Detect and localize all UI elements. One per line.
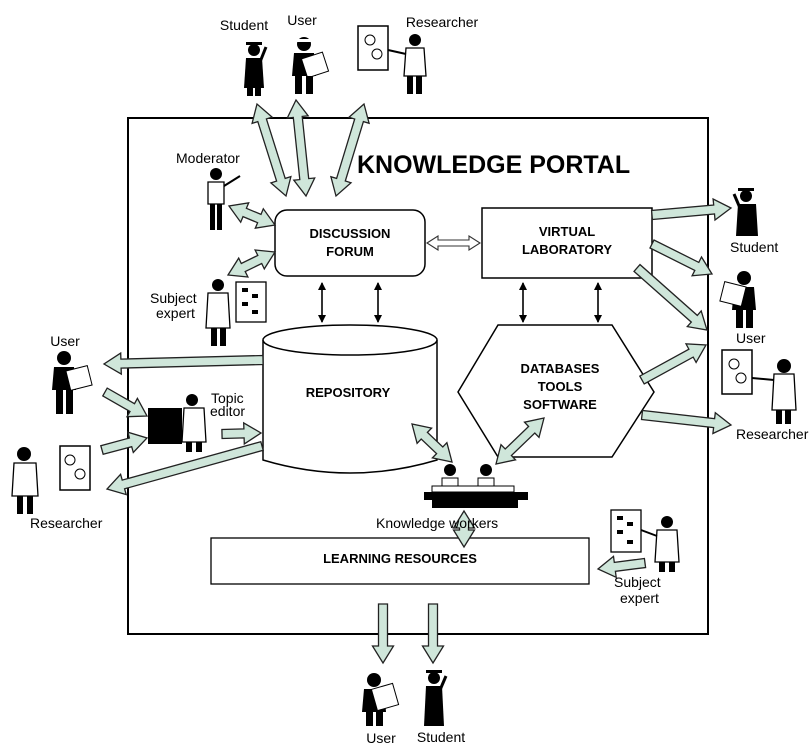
internal-links [318,282,602,323]
subject-expert-link-arrow [226,249,277,278]
repo-to-left-researcher-arrow [105,440,265,496]
db-to-right-user-arrow [640,409,733,435]
databases-label-1: DATABASES [521,361,600,376]
databases-hexagon: DATABASES TOOLS SOFTWARE [457,324,655,458]
right-student-figure [732,188,758,236]
learning-resources-label: LEARNING RESOURCES [323,551,477,566]
left-user-label: User [50,333,80,349]
db-to-workers-arrow [495,417,545,465]
top-researcher-label: Researcher [406,14,479,30]
subject-expert-left-figure [205,279,267,346]
subject-expert-right-figure [610,509,680,572]
top-researcher-figure [357,25,427,94]
topic-editor-label-1: Topic [211,390,244,406]
knowledge-workers-label: Knowledge workers [376,515,498,531]
forum-lab-link [425,234,482,252]
flow-arrows [99,98,733,665]
subject-expert-right-label-1: Subject [614,574,661,590]
learning-resources-box: LEARNING RESOURCES [210,537,590,585]
top-user-label: User [287,12,317,28]
topic-editor-label-2: editor [210,403,245,419]
repo-to-workers-arrow [411,423,453,463]
databases-label-2: TOOLS [538,379,583,394]
editor-to-repo-arrow [221,421,263,446]
bottom-user-label: User [366,730,396,745]
expert-to-learning-arrow [596,555,647,579]
right-user-figure [719,271,756,328]
subject-expert-left-label-1: Subject [150,290,197,306]
portal-to-bottom-student-arrow [421,603,445,665]
portal-frame [127,117,709,635]
virtual-laboratory-label-1: VIRTUAL [539,224,595,239]
db-to-right-researcher-arrow [638,343,708,385]
repository-cylinder: REPOSITORY [262,324,438,474]
bottom-student-figure [424,670,448,726]
left-user-to-editor-arrow [101,387,149,418]
researcher-to-editor-arrow [99,431,149,456]
subject-expert-right-label-2: expert [620,590,659,606]
portal-title: KNOWLEDGE PORTAL [357,151,630,179]
lab-to-right-student-arrow [650,197,733,222]
moderator-label: Moderator [176,150,240,166]
topic-editor-figure [148,394,207,452]
virtual-laboratory-box: VIRTUAL LABORATORY [481,207,653,279]
portal-to-bottom-user-arrow [371,603,395,665]
top-student-link-arrow [251,102,292,198]
top-student-figure [244,42,268,96]
left-researcher-figure [11,445,91,514]
moderator-link-arrow [227,201,277,230]
lab-to-right-researcher-arrow [633,263,708,331]
repository-label: REPOSITORY [306,385,391,400]
workers-to-learning-arrow [452,509,476,549]
right-researcher-figure [721,349,797,424]
discussion-forum-label-1: DISCUSSION [310,226,391,241]
top-user-link-arrow [286,98,316,198]
right-student-label: Student [730,239,778,255]
top-user-figure [292,37,330,94]
moderator-figure [207,168,241,230]
right-researcher-label: Researcher [736,426,809,442]
right-user-label: User [736,330,766,346]
discussion-forum-label-2: FORUM [326,244,374,259]
bottom-student-label: Student [417,729,465,745]
virtual-laboratory-label-2: LABORATORY [522,242,612,257]
lab-to-right-user-arrow [649,239,714,277]
discussion-forum-box: DISCUSSION FORUM [274,209,426,277]
databases-label-3: SOFTWARE [523,397,597,412]
knowledge-workers-figure [424,464,528,508]
top-student-label: Student [220,17,268,33]
subject-expert-left-label-2: expert [156,305,195,321]
bottom-user-figure [362,673,400,726]
top-researcher-link-arrow [329,102,371,198]
left-researcher-label: Researcher [30,515,103,531]
repo-to-left-user-arrow [102,351,264,376]
left-user-figure [52,351,93,414]
